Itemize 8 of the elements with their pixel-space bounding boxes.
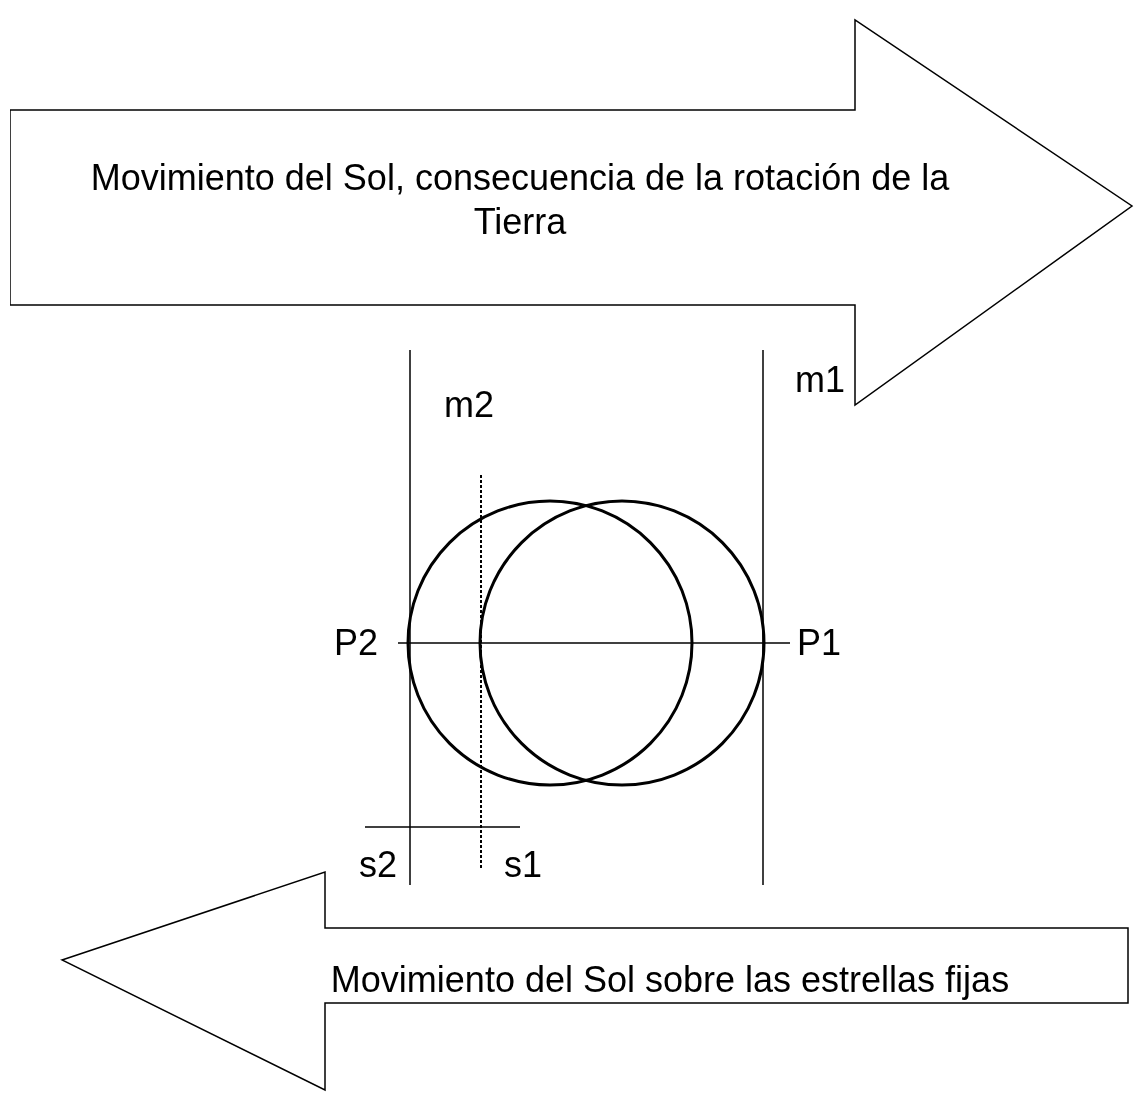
line-label: s2 bbox=[359, 845, 398, 885]
arrow-text: Movimiento del Sol, consecuencia de la rotación de la Tierra bbox=[90, 156, 950, 244]
line-label: m2 bbox=[444, 385, 494, 425]
point-label: P1 bbox=[797, 623, 842, 663]
point-label: P2 bbox=[334, 623, 379, 663]
arrow-text: Movimiento del Sol sobre las estrellas fijas bbox=[329, 958, 1011, 1002]
line-label: s1 bbox=[504, 845, 543, 885]
line-label: m1 bbox=[795, 360, 845, 400]
